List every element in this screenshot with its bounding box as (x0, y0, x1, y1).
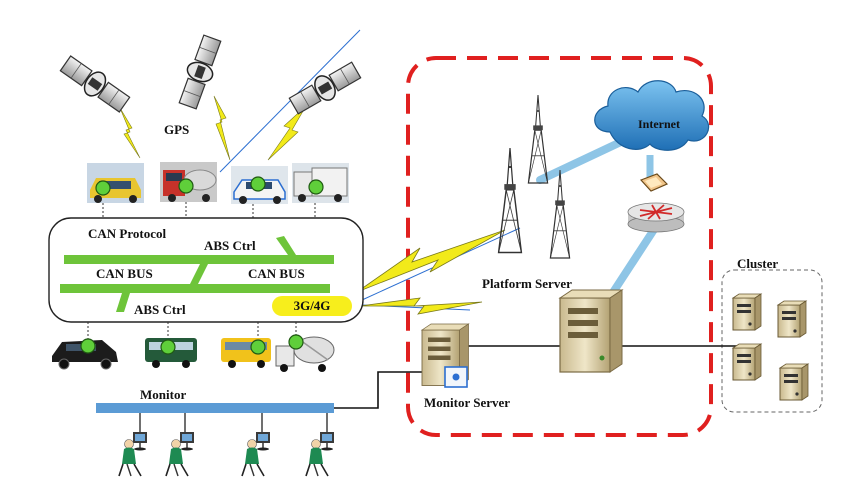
vehicle-node (308, 179, 324, 195)
operator-icon (118, 431, 148, 477)
tower-icon (497, 147, 523, 254)
vehicle-node (80, 338, 96, 354)
tower-internet-link (536, 136, 629, 184)
monitor-bar (96, 403, 334, 413)
platform-server-label: Platform Server (482, 276, 572, 291)
can-bus-right-label: CAN BUS (248, 266, 305, 281)
operator-icon (165, 431, 195, 477)
gps-downlink (219, 29, 361, 173)
wireless-bolt-icon (356, 229, 506, 293)
cluster-server-icon (732, 343, 762, 381)
vehicle-node (95, 180, 111, 196)
tower-icon (549, 169, 571, 259)
cluster-box (721, 269, 823, 413)
vehicle-node (250, 339, 266, 355)
vehicle-node (160, 339, 176, 355)
wireless-bolt-icon (359, 297, 483, 315)
firewall-icon (639, 173, 669, 192)
vehicle-node (288, 334, 304, 350)
can-bus-line-upper (64, 255, 334, 264)
platform-server-icon (559, 289, 623, 373)
operator-icon (241, 431, 271, 477)
monitor-bar-link (334, 371, 430, 409)
can-bus-crossover (190, 264, 208, 284)
monitor-server-label: Monitor Server (424, 395, 511, 410)
cluster-server-icon (777, 300, 807, 338)
can-bus-left-label: CAN BUS (96, 266, 153, 281)
satellite-icon (57, 51, 133, 117)
gps-label: GPS (164, 122, 190, 137)
cluster-server-icon (779, 363, 809, 401)
abs-ctrl-bottom-label: ABS Ctrl (134, 302, 186, 317)
satellite-icon (174, 32, 226, 112)
router-platform-link (604, 224, 659, 304)
monitor-server-icon (421, 323, 469, 388)
can-protocol-label: CAN Protocol (88, 226, 167, 241)
satellite-icon (286, 57, 364, 119)
mixer-truck-icon (275, 336, 335, 372)
platform-zone (406, 56, 713, 437)
gps-bolt-icon (119, 107, 141, 159)
cluster-server-icon (732, 293, 762, 331)
abs-ctrl-bottom-stub (116, 293, 130, 312)
abs-ctrl-top-label: ABS Ctrl (204, 238, 256, 253)
gps-bolt-icon (213, 95, 231, 161)
operator-icon (305, 431, 335, 477)
network-badge: 3G/4G (272, 296, 352, 316)
gps-bolt-icon (267, 105, 307, 161)
can-bus-line-lower (60, 284, 330, 293)
vehicle-node (178, 178, 194, 194)
tower-icon (527, 94, 549, 184)
router-icon (627, 202, 685, 233)
monitor-label: Monitor (140, 387, 187, 402)
vehicle-node (250, 176, 266, 192)
vehicle-photo-taxi (87, 163, 144, 203)
cloud-icon (594, 80, 710, 151)
cluster-label: Cluster (737, 256, 779, 271)
internet-label: Internet (638, 117, 680, 131)
abs-ctrl-top-stub (276, 236, 296, 255)
